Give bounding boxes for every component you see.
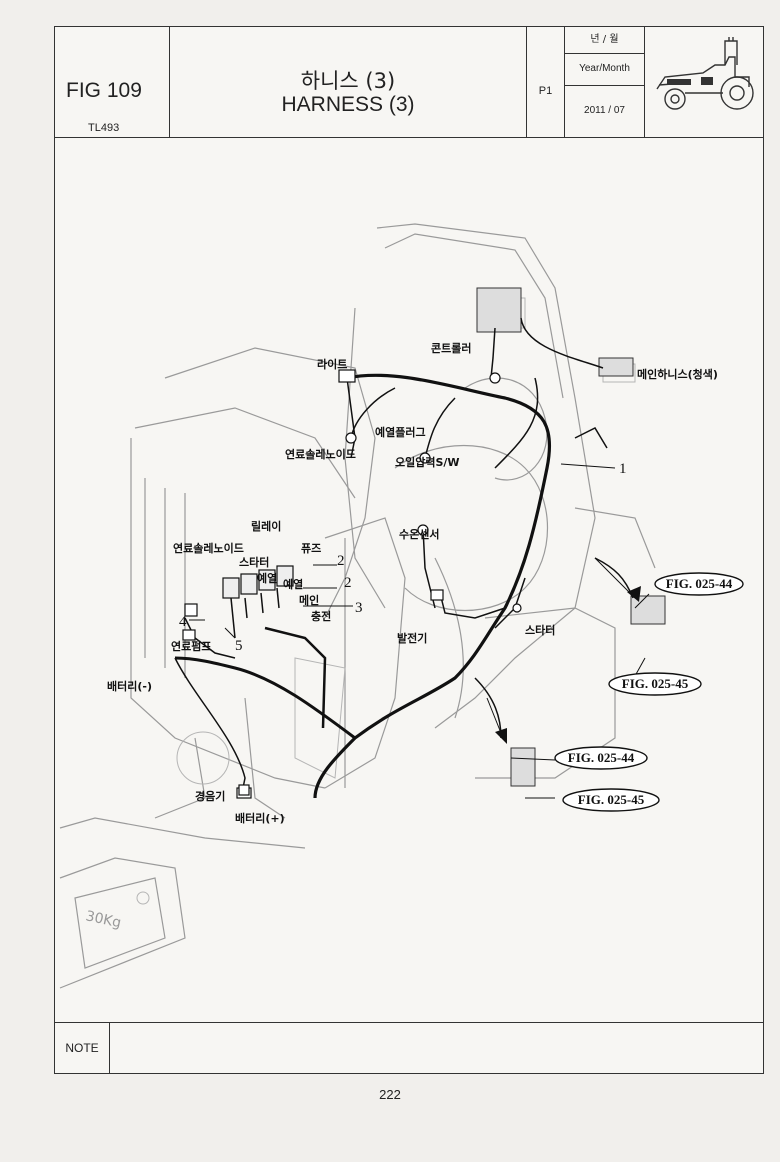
title-korean: 하니스 (3) [300, 69, 396, 93]
label-charge-fuse: 충전 [311, 609, 331, 623]
main-harness-plug [598, 357, 634, 377]
label-fuel-solenoid: 연료솔레노이드 [173, 541, 244, 555]
label-relay: 릴레이 [251, 519, 281, 533]
main-harness-wire [313, 373, 552, 799]
title-block: FIG 109 TL493 하니스 (3) HARNESS (3) P1 년 /… [55, 27, 763, 138]
controller-unit [476, 287, 522, 333]
label-main-harness: 메인하니스(청색) [637, 367, 718, 381]
fig-cell: FIG 109 TL493 [55, 27, 170, 137]
label-controller: 콘트롤러 [431, 341, 471, 355]
fig-number: FIG 109 [66, 79, 142, 102]
engine-sketch [59, 223, 656, 989]
date-label-korean: 년 / 월 [565, 27, 644, 54]
page-cell: P1 [527, 27, 565, 137]
label-water-sensor: 수온센서 [399, 527, 439, 541]
page-number: 222 [379, 1087, 401, 1102]
label-fuel-solenoid-top: 연료솔레노이드 [285, 447, 356, 461]
bracket-part-b [510, 747, 536, 787]
battery-branch-wire [174, 656, 356, 740]
labels: 라이트 콘트롤러 메인하니스(청색) 예열플러그 연료솔레노이드 오일압력S/W… [84, 341, 718, 931]
label-horn: 경음기 [195, 789, 225, 803]
label-battery-neg: 배터리(-) [107, 679, 152, 693]
label-oil-pressure-sw: 오일압력S/W [395, 455, 460, 469]
harness-diagram: 라이트 콘트롤러 메인하니스(청색) 예열플러그 연료솔레노이드 오일압력S/W… [59, 223, 744, 989]
date-cell: 년 / 월 Year/Month 2011 / 07 [565, 27, 645, 137]
label-glow-plug: 예열플러그 [375, 425, 426, 439]
callout-2a: 2 [337, 553, 345, 569]
label-alternator: 발전기 [397, 631, 427, 645]
branch-wires [174, 317, 608, 789]
label-main-fuse: 메인 [299, 593, 319, 607]
label-fuel-pump: 연료펌프 [171, 639, 211, 653]
callout-3: 3 [355, 600, 363, 616]
note-row: NOTE [55, 1022, 763, 1073]
label-starter: 스타터 [525, 623, 555, 637]
label-preheat-fuse: 예열 [283, 577, 303, 591]
relay-block [222, 565, 294, 599]
date-label-english: Year/Month [565, 53, 644, 86]
ref-fig-025-44-b: FIG. 025-44 [568, 750, 635, 765]
reference-callouts: FIG. 025-44 FIG. 025-45 FIG. 025-44 FIG.… [554, 572, 744, 812]
callout-numbers: 1 2 2 3 4 5 [179, 461, 627, 654]
date-value: 2011 / 07 [584, 105, 625, 116]
label-starter-relay: 스타터 [239, 555, 269, 569]
tractor-thumbnail [645, 27, 763, 137]
horn-body [176, 731, 230, 785]
model-code: TL493 [88, 122, 120, 134]
tractor-icon [656, 37, 754, 110]
label-light: 라이트 [317, 357, 347, 371]
callout-5: 5 [235, 638, 243, 654]
catalog-sheet: FIG 109 TL493 하니스 (3) HARNESS (3) P1 년 /… [54, 26, 764, 1074]
label-weight: 30Kg [84, 908, 122, 931]
callout-2b: 2 [344, 575, 352, 591]
label-preheat-relay: 예열 [257, 571, 277, 585]
page-code: P1 [538, 85, 553, 97]
connectors [182, 369, 522, 799]
reservoir-tank [294, 657, 346, 779]
note-label: NOTE [55, 1023, 110, 1073]
label-fuse: 퓨즈 [301, 542, 321, 555]
label-battery-pos: 배터리(+) [235, 811, 285, 825]
bracket-part-a [630, 595, 666, 625]
ref-fig-025-45-b: FIG. 025-45 [578, 792, 645, 807]
callout-4: 4 [179, 614, 187, 630]
title-english: HARNESS (3) [281, 93, 415, 116]
callout-1: 1 [619, 461, 627, 477]
title-cell: 하니스 (3) HARNESS (3) [170, 27, 527, 137]
ref-fig-025-44-a: FIG. 025-44 [666, 576, 733, 591]
ref-fig-025-45-a: FIG. 025-45 [622, 676, 689, 691]
